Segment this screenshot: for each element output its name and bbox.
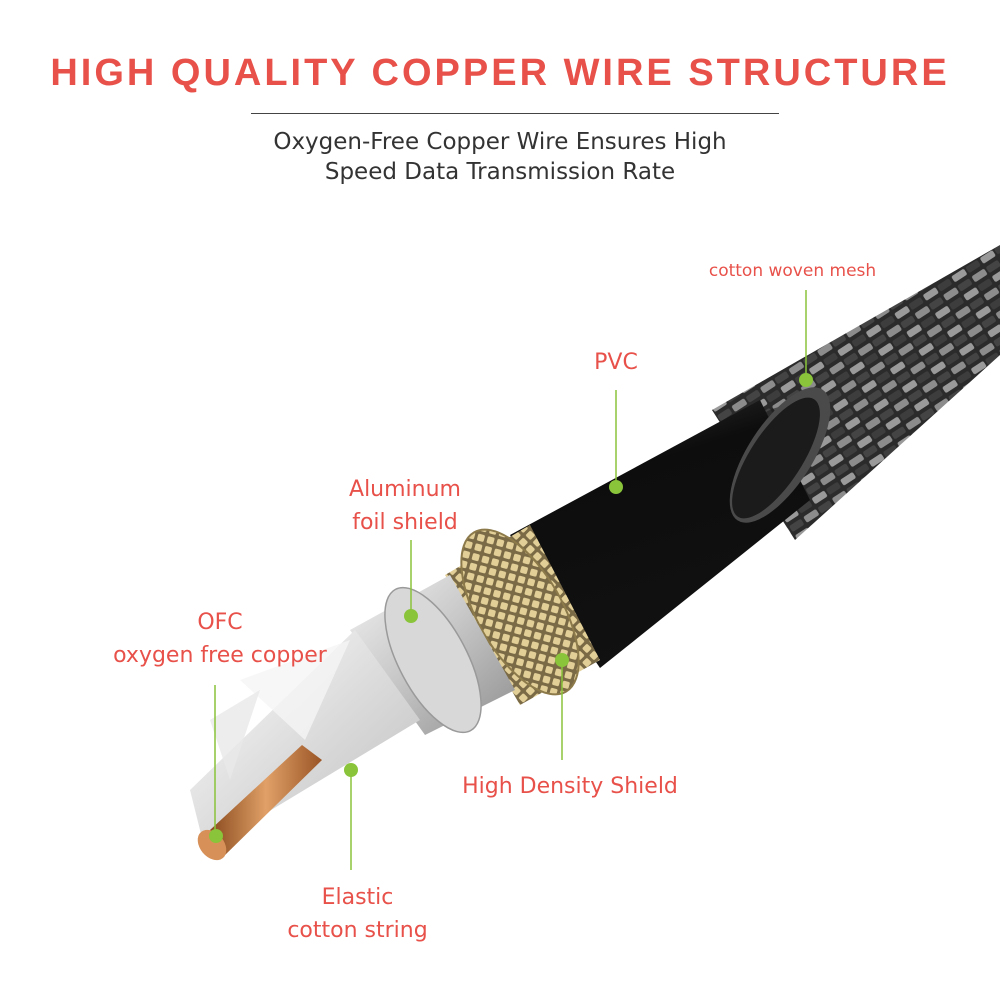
label-ofc-line-2: oxygen free copper — [113, 643, 327, 668]
label-aluminum-line-2: foil shield — [352, 510, 458, 535]
label-elastic-cotton-string: Elastic cotton string — [270, 881, 445, 947]
callout-dot-pvc — [609, 480, 623, 494]
elastic-cotton-string — [190, 630, 420, 850]
subtitle: Oxygen-Free Copper Wire Ensures High Spe… — [0, 127, 1000, 187]
label-ofc: OFC oxygen free copper — [110, 606, 330, 672]
label-aluminum-line-1: Aluminum — [349, 477, 461, 502]
label-aluminum-foil-shield: Aluminum foil shield — [330, 473, 480, 539]
label-cotton-woven-mesh: cotton woven mesh — [708, 261, 877, 281]
pvc-layer — [510, 387, 831, 668]
label-elastic-line-2: cotton string — [287, 918, 428, 943]
page-title: HIGH QUALITY COPPER WIRE STRUCTURE — [50, 52, 950, 94]
label-high-density-shield: High Density Shield — [462, 774, 678, 799]
aluminum-foil-shield — [350, 575, 515, 735]
subtitle-line-1: Oxygen-Free Copper Wire Ensures High — [273, 129, 727, 155]
callout-dots — [209, 373, 813, 843]
subtitle-line-2: Speed Data Transmission Rate — [324, 159, 676, 185]
callout-dot-aluminum — [404, 609, 418, 623]
title-divider — [251, 113, 779, 114]
callout-lines — [214, 290, 807, 870]
callout-dot-cotton-mesh — [799, 373, 813, 387]
label-pvc: PVC — [594, 350, 638, 375]
label-elastic-line-1: Elastic — [321, 885, 394, 910]
callout-dot-ofc — [209, 829, 223, 843]
callout-dot-elastic — [344, 763, 358, 777]
callout-dot-shield — [555, 653, 569, 667]
label-ofc-line-1: OFC — [197, 610, 243, 635]
